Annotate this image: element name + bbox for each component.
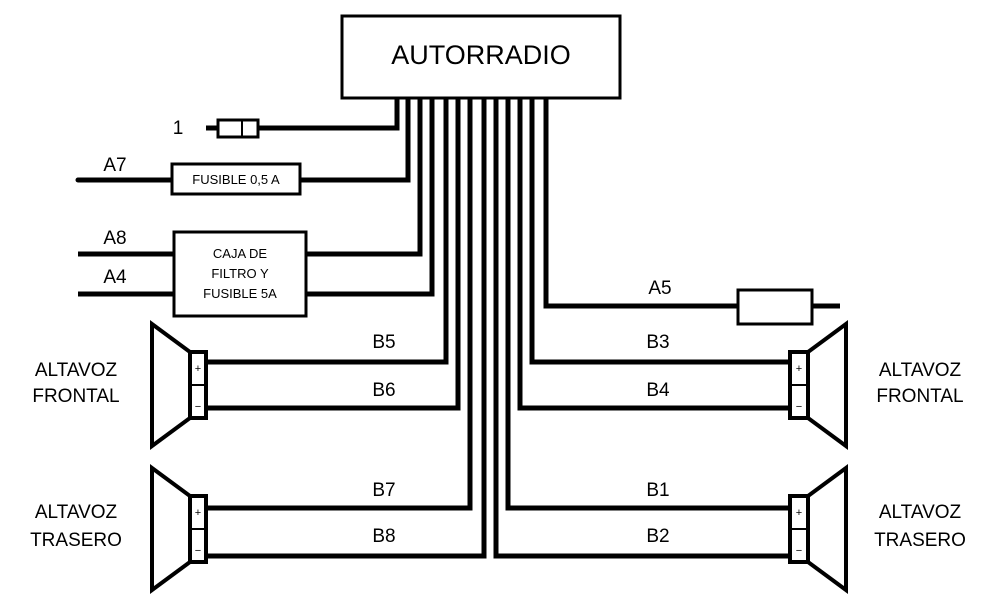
speaker-rear-right-minus: − [796, 545, 802, 557]
connector-label-b7: B7 [372, 480, 395, 501]
connector-label-b4: B4 [646, 380, 670, 401]
speaker-front-right-icon [788, 320, 848, 450]
connector-label-a4: A4 [103, 267, 127, 288]
terminal-dot-a7 [75, 177, 81, 183]
wire-b4 [517, 98, 790, 411]
speaker-rear-right-icon [788, 464, 848, 594]
connector-label-a8: A8 [103, 228, 126, 249]
speaker-front-right-line1: ALTAVOZ [879, 360, 962, 381]
speaker-rear-left-icon [150, 464, 208, 594]
wire-b5 [206, 98, 449, 365]
wire-a5 [543, 98, 738, 309]
connector-label-1: 1 [173, 118, 184, 139]
speaker-front-right-line2: FRONTAL [876, 386, 963, 407]
head-unit-box [340, 14, 622, 100]
fuse-small-label: FUSIBLE 0,5 A [192, 172, 280, 187]
wire-b7 [206, 98, 473, 511]
speaker-front-left-line2: FRONTAL [32, 386, 119, 407]
connector-label-b2: B2 [646, 526, 669, 547]
wire-b8 [206, 98, 487, 559]
wire-b6 [206, 98, 461, 411]
a5-inline-box [736, 288, 814, 326]
wire-a8 [306, 98, 423, 257]
filter-box-line1: CAJA DE [213, 246, 268, 261]
speaker-rear-right-line2: TRASERO [874, 530, 966, 551]
filter-box [172, 230, 308, 318]
speaker-rear-right-plus: + [796, 507, 802, 519]
connector-label-b5: B5 [372, 332, 395, 353]
wire-b3 [529, 98, 790, 365]
speaker-front-left-icon [150, 320, 208, 450]
speaker-front-right-plus: + [796, 363, 802, 375]
connector-label-b3: B3 [646, 332, 669, 353]
filter-box-line2: FILTRO Y [211, 266, 269, 281]
speaker-rear-left-line2: TRASERO [30, 530, 122, 551]
wire-bundle [78, 98, 840, 559]
connector-label-b1: B1 [646, 480, 669, 501]
connector-label-a5: A5 [648, 278, 671, 299]
wire-a7 [300, 98, 411, 183]
wire-a4 [306, 98, 435, 297]
speaker-rear-left-minus: − [195, 545, 201, 557]
head-unit-label: AUTORRADIO [391, 40, 571, 70]
fuse-holder-connector [206, 118, 260, 139]
wire-b2 [493, 98, 790, 559]
speaker-front-left-plus: + [195, 363, 201, 375]
speaker-rear-left-line1: ALTAVOZ [35, 502, 118, 523]
filter-box-line3: FUSIBLE 5A [203, 286, 277, 301]
connector-label-b8: B8 [372, 526, 395, 547]
speaker-rear-left-plus: + [195, 507, 201, 519]
wire-1 [258, 98, 400, 131]
wire-b1 [505, 98, 790, 511]
connector-label-a7: A7 [103, 155, 126, 176]
speaker-front-left-line1: ALTAVOZ [35, 360, 118, 381]
speaker-front-right-minus: − [796, 401, 802, 413]
speaker-front-left-minus: − [195, 401, 201, 413]
fuse-small-box [170, 162, 302, 196]
connector-label-b6: B6 [372, 380, 395, 401]
speaker-rear-right-line1: ALTAVOZ [879, 502, 962, 523]
